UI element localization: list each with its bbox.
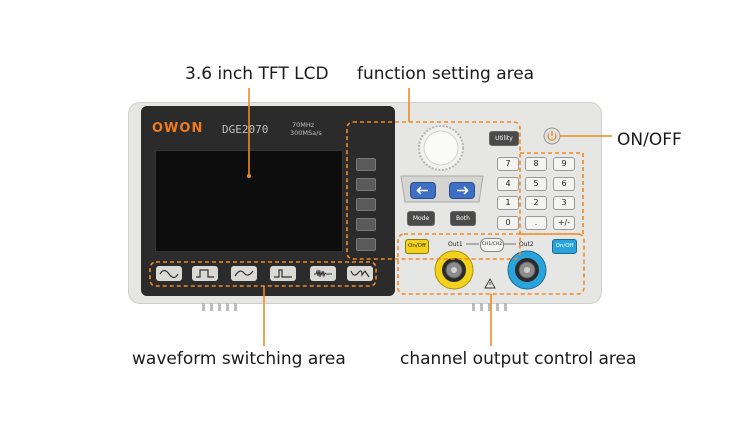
keypad-key[interactable]: 7 (497, 157, 519, 171)
brand-logo: OWON (152, 121, 204, 136)
ch1-onoff-button[interactable]: On/Off (405, 239, 429, 254)
keypad-key[interactable]: 4 (497, 177, 519, 191)
rotary-knob[interactable] (417, 124, 465, 172)
ramp-wave-icon (234, 270, 254, 277)
keypad-key[interactable]: 5 (525, 177, 547, 191)
spec-sample-rate: 300MSa/s (290, 129, 322, 137)
both-button[interactable]: Both (450, 211, 476, 226)
square-button[interactable] (192, 266, 218, 281)
utility-button[interactable]: Utility (489, 131, 519, 146)
keypad-key[interactable]: 3 (553, 196, 575, 210)
left-arrow-button[interactable] (410, 182, 436, 199)
softkey-2[interactable] (356, 178, 376, 191)
pulse-wave-icon (274, 269, 292, 278)
vent-right (472, 303, 507, 311)
softkey-1[interactable] (356, 158, 376, 171)
right-arrow-icon (457, 186, 469, 195)
keypad-key[interactable]: 6 (553, 177, 575, 191)
ch-switch-button[interactable]: CH1/CH2 (480, 238, 504, 252)
out1-label: Out1 (448, 241, 463, 248)
callout-function-area: function setting area (357, 64, 535, 84)
square-wave-icon (196, 269, 214, 278)
mode-button[interactable]: Mode (407, 211, 435, 226)
power-icon (547, 131, 557, 141)
noise-button[interactable] (310, 266, 336, 281)
arbitrary-wave-icon (350, 269, 370, 278)
sine-wave-icon (159, 269, 179, 279)
ground-warning-icon (484, 278, 496, 289)
spec-frequency: 70MHz (292, 121, 315, 129)
callout-lcd: 3.6 inch TFT LCD (185, 64, 329, 84)
ch1-bnc-connector[interactable] (434, 250, 474, 290)
pulse-button[interactable] (270, 266, 296, 281)
left-arrow-icon (416, 186, 428, 195)
vent-left (202, 303, 237, 311)
ch2-bnc-connector[interactable] (507, 250, 547, 290)
softkey-3[interactable] (356, 198, 376, 211)
ch-switch-arrows (466, 243, 516, 245)
function-area-outline (346, 121, 521, 260)
out2-label: Out2 (519, 241, 534, 248)
keypad-key[interactable]: 8 (525, 157, 547, 171)
model-name: DGE2070 (222, 123, 269, 136)
callout-onoff: ON/OFF (617, 130, 682, 150)
callout-channel-area: channel output control area (400, 349, 637, 369)
keypad-key[interactable]: . (525, 216, 547, 230)
softkey-4[interactable] (356, 218, 376, 231)
softkey-5[interactable] (356, 238, 376, 251)
function-area-outline-right (520, 152, 584, 235)
keypad-key[interactable]: +/- (553, 216, 575, 230)
noise-wave-icon (314, 269, 332, 278)
keypad-key[interactable]: 1 (497, 196, 519, 210)
ramp-button[interactable] (231, 266, 257, 281)
callout-waveform-area: waveform switching area (132, 349, 346, 369)
leader-lcd-dot (247, 174, 251, 178)
keypad-key[interactable]: 2 (525, 196, 547, 210)
right-arrow-button[interactable] (449, 182, 475, 199)
waveform-area-outline (149, 261, 377, 287)
keypad-key[interactable]: 9 (553, 157, 575, 171)
ch2-onoff-button[interactable]: On/Off (552, 239, 577, 254)
keypad-key[interactable]: 0 (497, 216, 519, 230)
arbitrary-button[interactable] (347, 266, 373, 281)
channel-area-outline (397, 233, 585, 295)
sine-button[interactable] (156, 266, 182, 281)
